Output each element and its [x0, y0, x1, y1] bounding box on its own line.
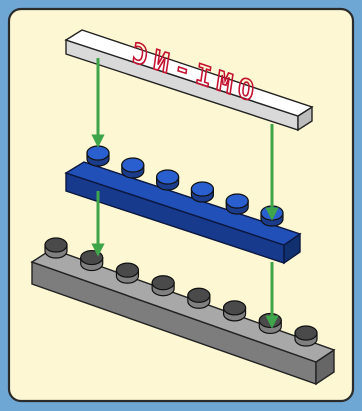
blue-plate-top — [64, 161, 302, 246]
blue-plate-stud — [156, 169, 180, 191]
gray-plate-stud — [151, 275, 175, 297]
gray-plate-stud — [187, 287, 211, 309]
gray-plate-stud — [258, 312, 282, 334]
gray-plate-stud — [294, 325, 318, 347]
blue-plate-stud — [190, 181, 214, 203]
assembly-arrows — [91, 58, 279, 329]
tile-top — [64, 29, 314, 117]
gray-plate-stud — [44, 237, 68, 259]
gray-plate-stud — [80, 249, 104, 272]
blue-plate-stud — [121, 157, 145, 179]
blue-plate-stud — [86, 145, 110, 167]
gray-plate-stud — [222, 300, 247, 322]
gray-plate-stud — [115, 262, 140, 284]
blue-plate-stud — [225, 193, 249, 215]
